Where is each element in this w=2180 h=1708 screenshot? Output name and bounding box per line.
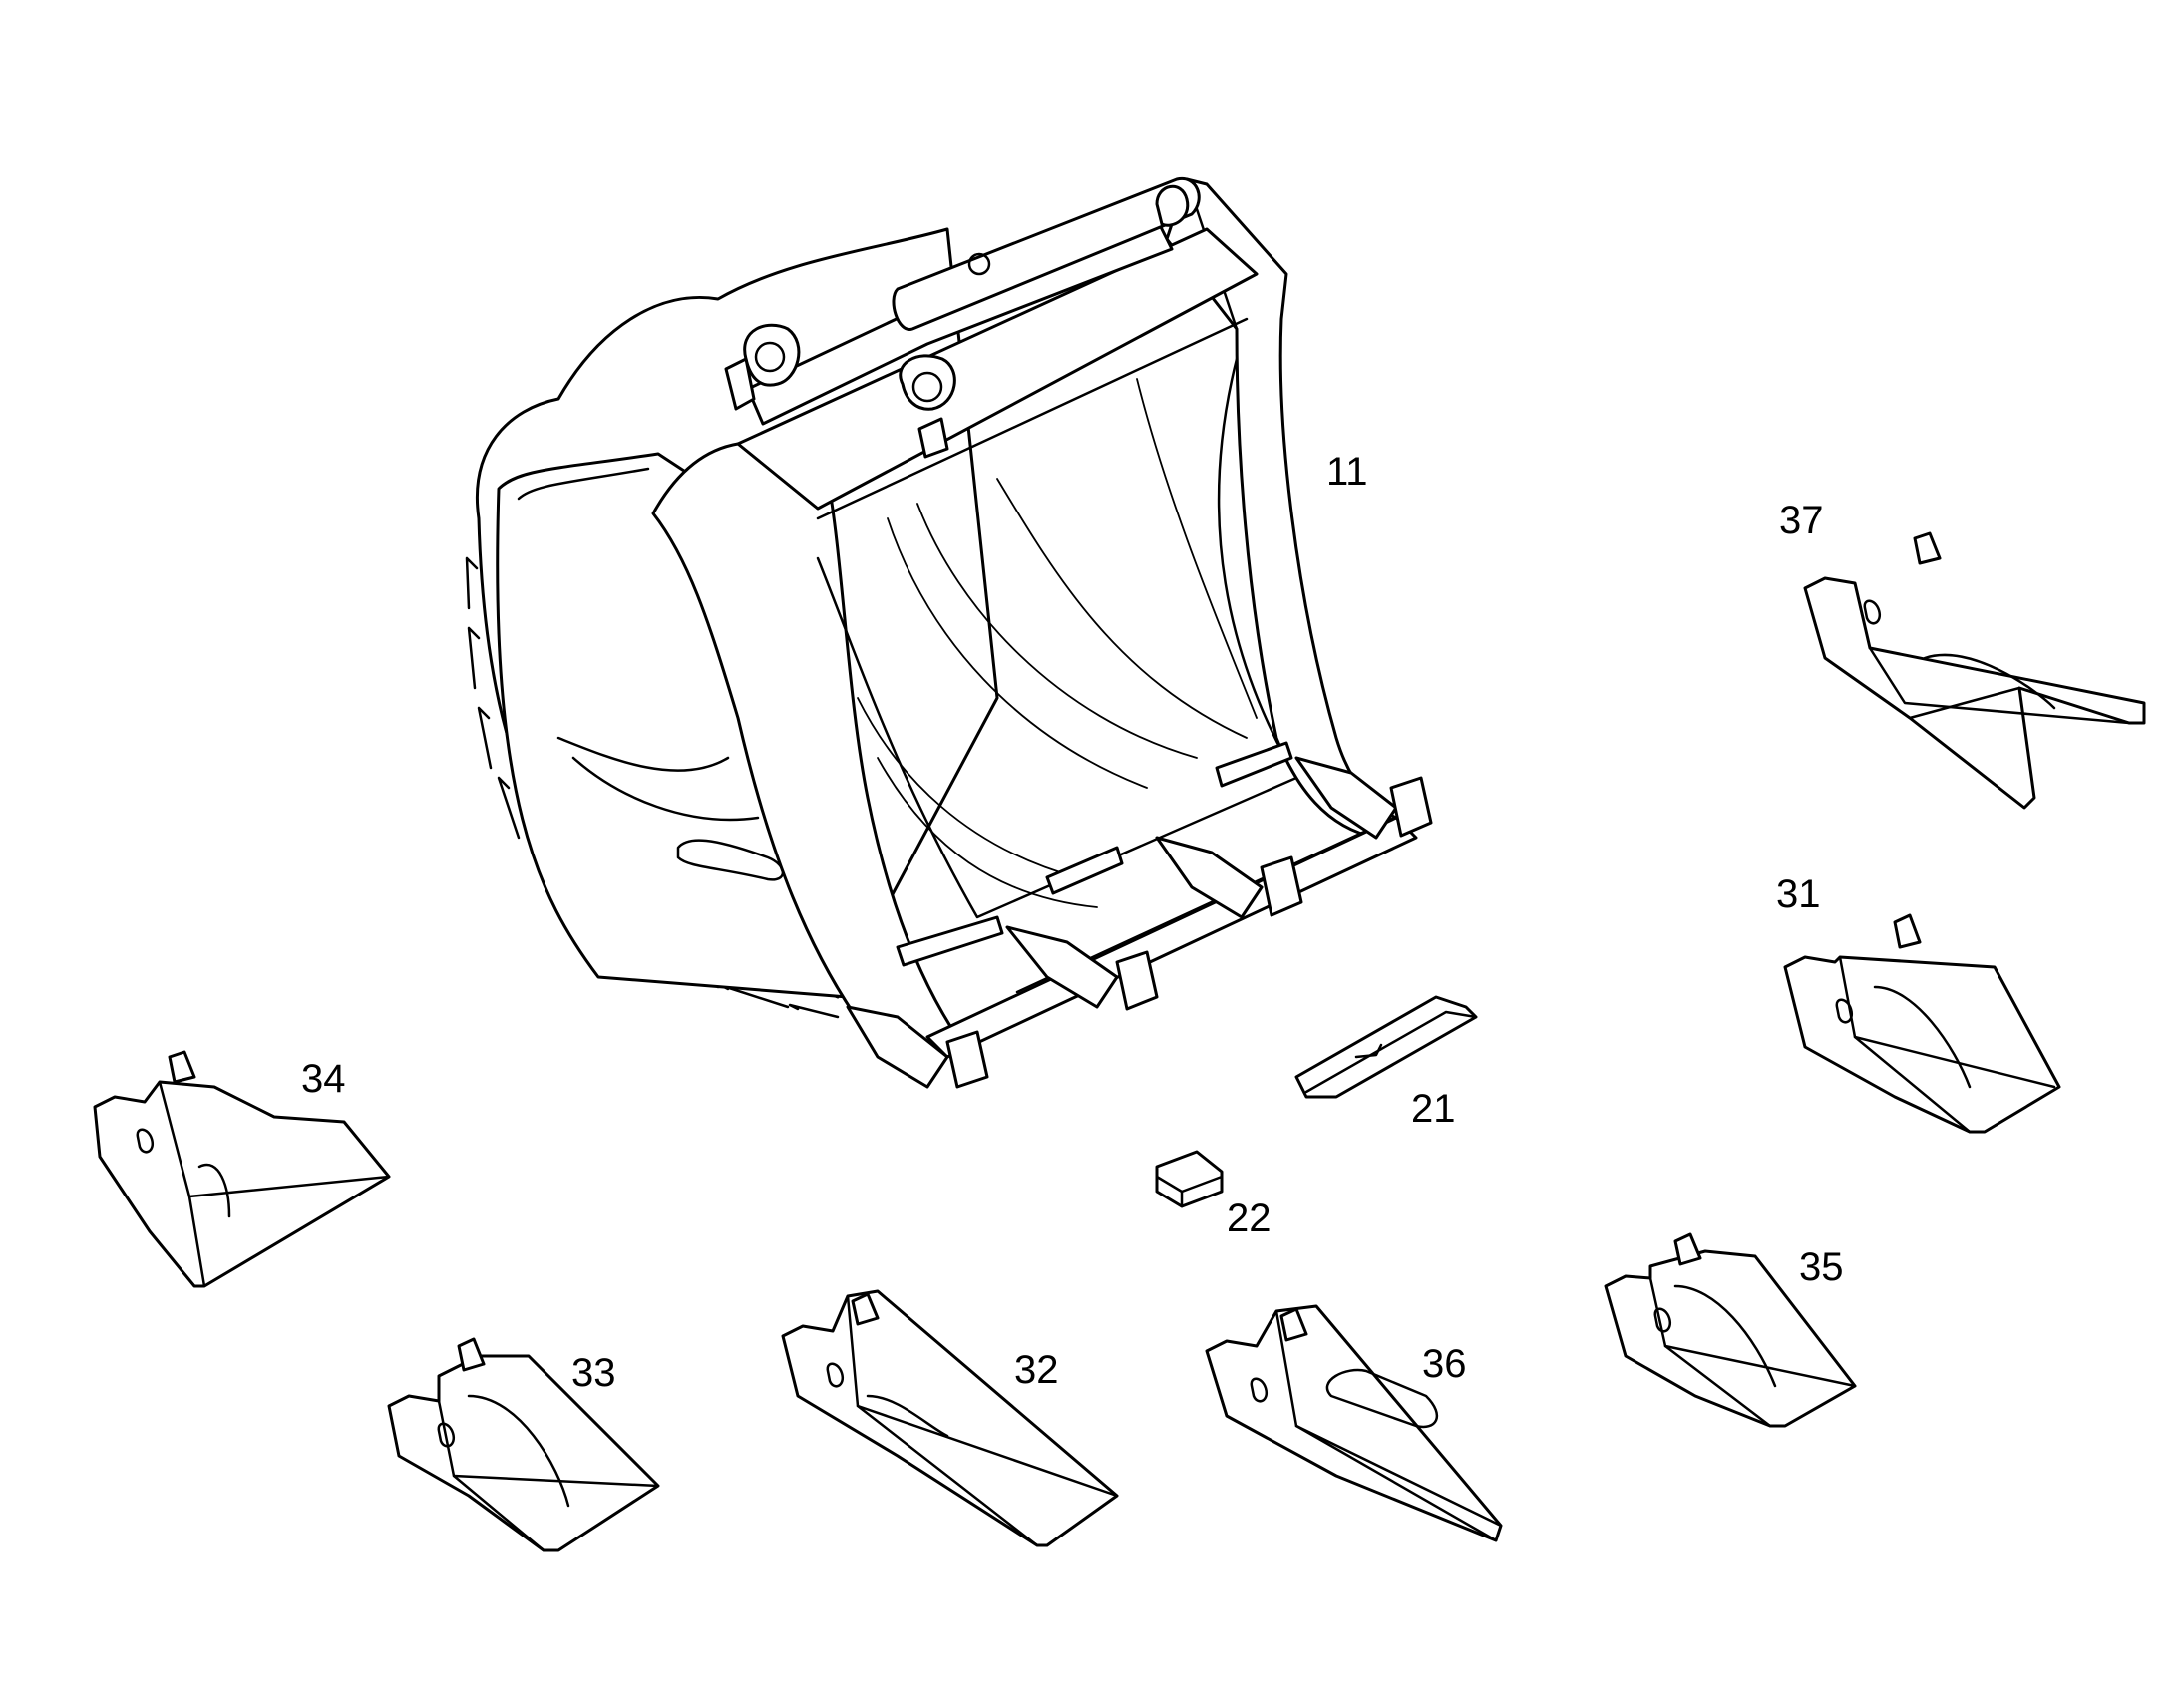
adapter-part-21: [1294, 995, 1478, 1099]
tooth-part-32: [781, 1289, 1119, 1547]
tooth-part-35: [1604, 1232, 1857, 1428]
callout-21: 21: [1411, 1087, 1456, 1131]
callout-11: 11: [1326, 450, 1368, 494]
callout-34: 34: [301, 1057, 346, 1101]
bucket-part-11: [465, 176, 1433, 1089]
tooth-part-31: [1783, 913, 2061, 1134]
callout-32: 32: [1014, 1348, 1059, 1392]
tooth-part-34: [93, 1050, 391, 1288]
callout-33: 33: [571, 1351, 616, 1395]
tooth-part-36: [1205, 1304, 1503, 1542]
callout-35: 35: [1799, 1245, 1844, 1289]
tooth-part-37: [1803, 531, 2146, 810]
pin-part-22: [1155, 1150, 1224, 1208]
callout-37: 37: [1779, 499, 1824, 542]
tooth-part-33: [387, 1337, 660, 1552]
callout-22: 22: [1227, 1196, 1272, 1240]
callout-31: 31: [1776, 872, 1821, 916]
callout-36: 36: [1422, 1342, 1467, 1386]
